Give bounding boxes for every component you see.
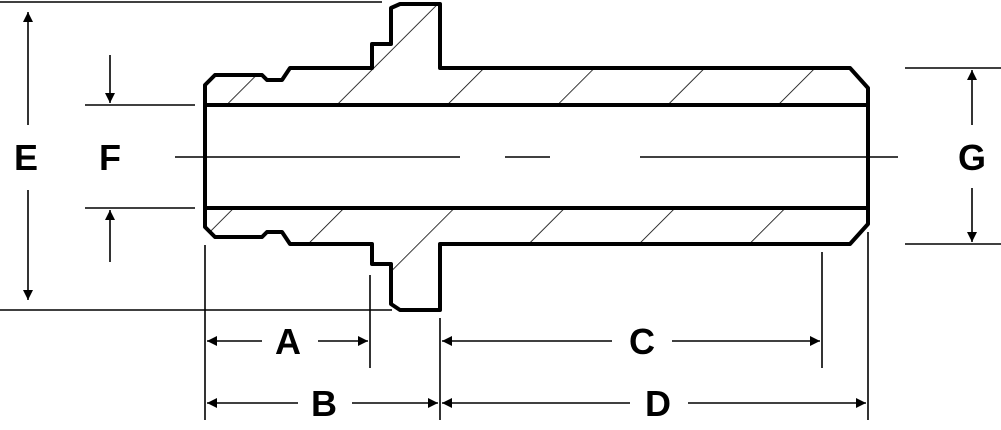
label-f: F: [99, 137, 121, 178]
dimension-g: G: [958, 70, 986, 242]
label-g: G: [958, 137, 986, 178]
dimension-d: D: [442, 383, 866, 424]
label-e: E: [14, 137, 38, 178]
label-d: D: [645, 383, 671, 424]
extension-lines: [0, 1, 1001, 420]
dimension-a: A: [207, 321, 368, 362]
dimension-e: E: [14, 12, 38, 300]
label-b: B: [311, 383, 337, 424]
dimension-f: F: [99, 55, 121, 262]
label-c: C: [629, 321, 655, 362]
dimension-c: C: [442, 321, 820, 362]
dimension-b: B: [207, 383, 438, 424]
label-a: A: [275, 321, 301, 362]
